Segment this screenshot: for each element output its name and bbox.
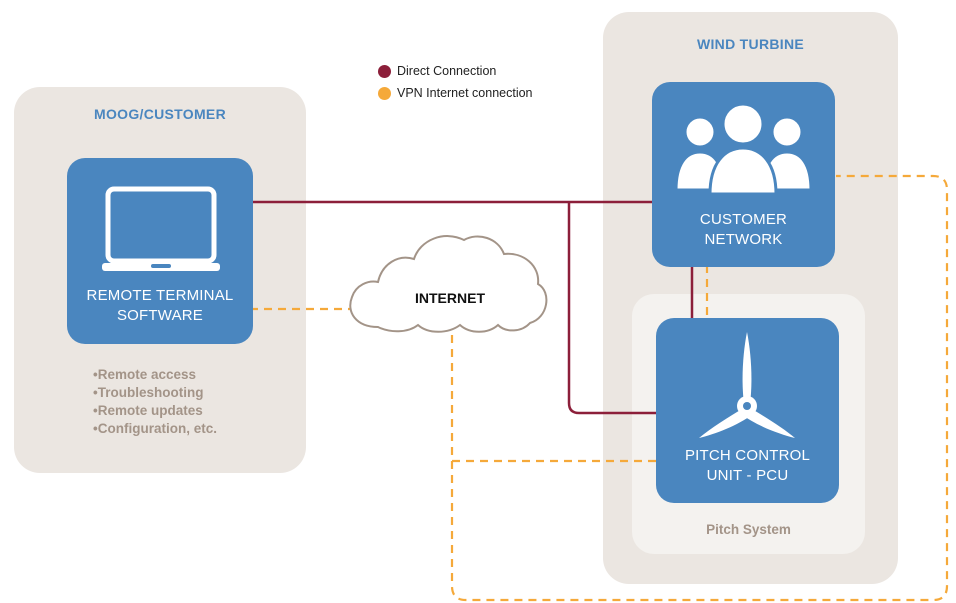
feature-item: Configuration, etc. (93, 420, 217, 438)
wind-turbine-title: WIND TURBINE (696, 36, 805, 52)
feature-list: Remote access Troubleshooting Remote upd… (93, 366, 217, 438)
pcu-label: PITCH CONTROL UNIT - PCU (684, 447, 811, 484)
feature-item: Remote access (93, 366, 217, 384)
pitch-system-label: Pitch System (706, 522, 791, 537)
legend-vpn-label: VPN Internet connection (397, 86, 533, 100)
internet-label: INTERNET (415, 290, 485, 306)
cloud-icon (349, 235, 548, 333)
direct-connection-dot (378, 64, 391, 78)
turbine-blades-icon (699, 332, 795, 438)
pcu-box: PITCH CONTROL UNIT - PCU (656, 318, 839, 503)
legend-vpn-connection: VPN Internet connection (378, 86, 533, 100)
moog-customer-title: MOOG/CUSTOMER (94, 106, 226, 122)
direct-connection-lines (250, 200, 694, 415)
vpn-connection-dot (378, 86, 391, 100)
customer-network-box: CUSTOMER NETWORK (652, 82, 835, 267)
vpn-connection-lines (250, 174, 949, 602)
remote-terminal-box: REMOTE TERMINAL SOFTWARE (67, 158, 253, 344)
direct-line-terminal-pcu (567, 202, 658, 415)
remote-terminal-label: REMOTE TERMINAL SOFTWARE (86, 287, 234, 324)
feature-item: Remote updates (93, 402, 217, 420)
legend-direct-label: Direct Connection (397, 64, 497, 78)
legend-direct-connection: Direct Connection (378, 64, 496, 78)
feature-item: Troubleshooting (93, 384, 217, 402)
customer-network-label: CUSTOMER NETWORK (699, 211, 788, 248)
laptop-icon (102, 186, 220, 271)
users-icon (674, 102, 813, 196)
